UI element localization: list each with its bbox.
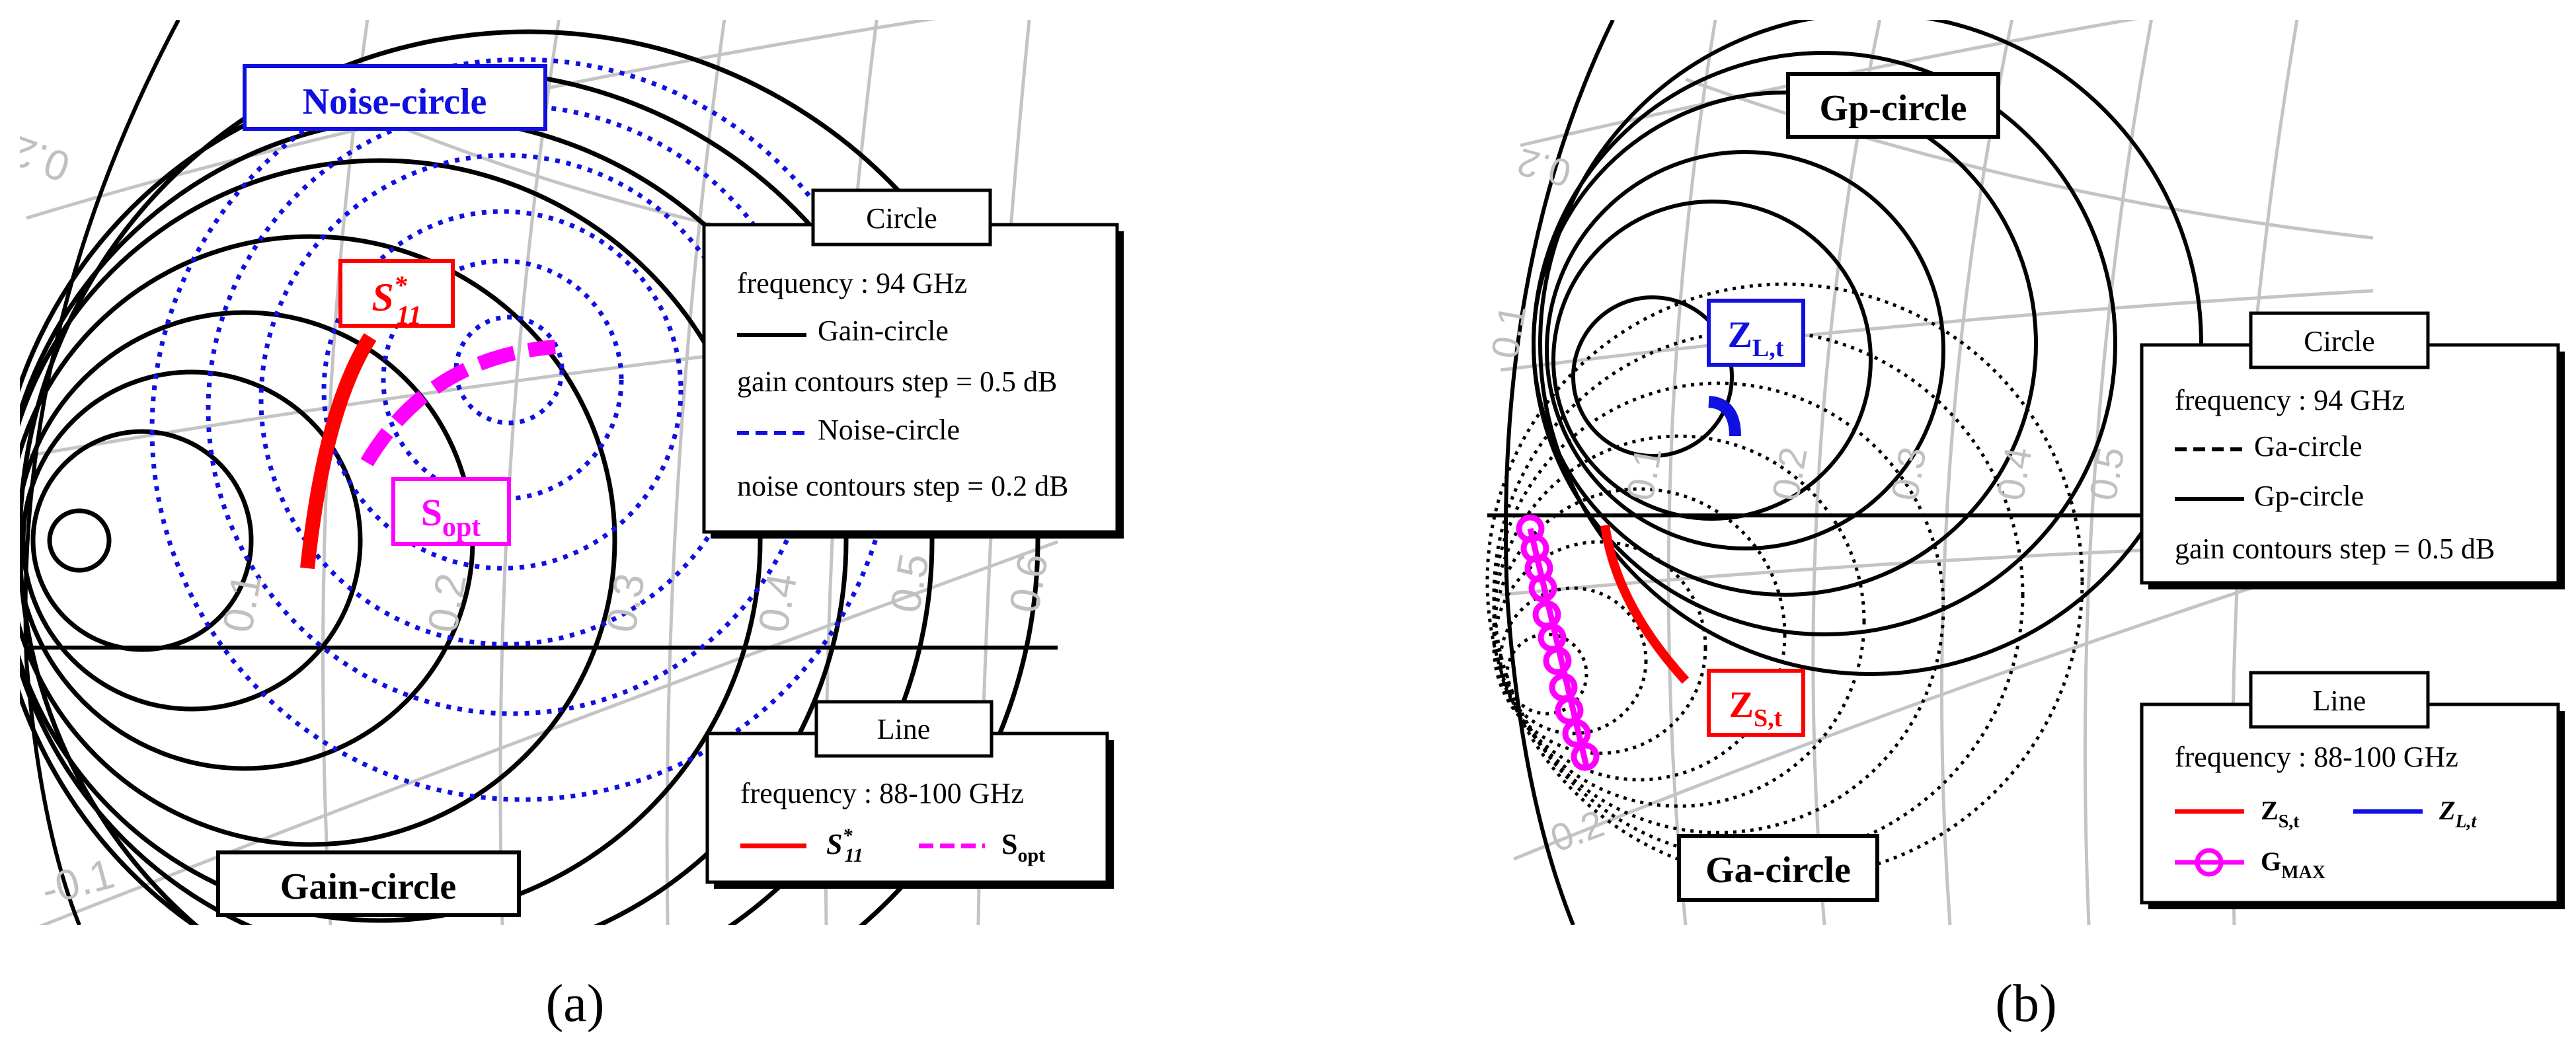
noise-circle-label: Noise-circle bbox=[303, 81, 487, 122]
axis-label: 0.2 bbox=[1545, 802, 1610, 861]
zl-main: Z bbox=[1728, 315, 1752, 356]
legend-title: Circle bbox=[2304, 325, 2375, 357]
zs-callout: ZS,t bbox=[1707, 669, 1805, 737]
gain-circle-label: Gain-circle bbox=[280, 866, 456, 907]
legend-text: frequency : 88-100 GHz bbox=[2175, 741, 2458, 773]
ga-circle-label: Ga-circle bbox=[1705, 850, 1851, 891]
legend-title: Circle bbox=[866, 202, 937, 235]
axis-labels-a: 0.2 0.1 0.2 0.3 0.4 0.5 0.6 -0.1 bbox=[5, 126, 1057, 914]
legend-text: gain contours step = 0.5 dB bbox=[737, 365, 1057, 398]
zs-sub: S,t bbox=[1754, 704, 1783, 732]
circle-legend-b: Circle frequency : 94 GHz Ga-circle Gp-c… bbox=[2140, 311, 2565, 589]
svg-text:GMAX: GMAX bbox=[2261, 846, 2325, 883]
gain-circle-callout: Gain-circle bbox=[216, 850, 521, 917]
svg-text:ZS,t: ZS,t bbox=[2261, 796, 2300, 832]
axis-label: -0.1 bbox=[36, 849, 119, 914]
zl-trajectory bbox=[1708, 396, 1741, 437]
ga-circle-callout: Ga-circle bbox=[1677, 834, 1879, 902]
legend-text: Gp-circle bbox=[2254, 480, 2364, 512]
smith-boundary-b bbox=[1504, 20, 1615, 925]
s11-callout: S*11 bbox=[338, 259, 455, 330]
legend-title: Line bbox=[877, 713, 931, 745]
legend-text: Noise-circle bbox=[818, 414, 960, 446]
axis-label: 0.2 bbox=[1764, 444, 1816, 504]
line-legend-a: Line frequency : 88-100 GHz S*11 Sopt bbox=[705, 700, 1114, 889]
gmax-markers bbox=[1516, 514, 1600, 771]
legend-title: Line bbox=[2313, 685, 2366, 717]
svg-text:Sopt: Sopt bbox=[421, 491, 481, 543]
circle-legend-a: Circle frequency : 94 GHz Gain-circle ga… bbox=[702, 188, 1124, 539]
legend-zs-main: Z bbox=[2261, 796, 2279, 825]
zs-main: Z bbox=[1729, 685, 1754, 726]
s11-sub: 11 bbox=[397, 300, 422, 330]
sopt-trajectory bbox=[360, 340, 556, 467]
s11-trajectory bbox=[300, 333, 377, 570]
panel-a: 0.2 0.1 0.2 0.3 0.4 0.5 0.6 -0.1 Noise-c… bbox=[5, 20, 1124, 1033]
legend-gmax-main: G bbox=[2261, 846, 2281, 876]
legend-s11-main: S bbox=[826, 828, 842, 860]
legend-text: Gain-circle bbox=[818, 315, 949, 347]
axis-label: 0.1 bbox=[1483, 302, 1535, 362]
legend-s11-sub: 11 bbox=[844, 844, 863, 866]
legend-text: noise contours step = 0.2 dB bbox=[737, 470, 1068, 502]
legend-text: gain contours step = 0.5 dB bbox=[2175, 533, 2495, 565]
gmax-marker-swatch bbox=[2195, 848, 2224, 877]
caption-b: (b) bbox=[1995, 975, 2056, 1033]
legend-zl-sub: L,t bbox=[2454, 811, 2477, 832]
axis-label: 0.3 bbox=[597, 570, 654, 636]
svg-text:ZL,t: ZL,t bbox=[1728, 315, 1784, 362]
panel-b: 0.2 0.1 0.1 0.2 0.3 0.4 0.5 0.2 Gp-circl… bbox=[1483, 20, 2565, 1033]
axis-label: 0.3 bbox=[1883, 444, 1935, 504]
s11-sup: * bbox=[394, 270, 408, 300]
svg-text:ZS,t: ZS,t bbox=[1729, 685, 1783, 732]
axis-label: 0.2 bbox=[5, 126, 76, 191]
zs-trajectory bbox=[1600, 525, 1690, 684]
axis-label: 0.5 bbox=[2082, 444, 2133, 504]
gp-circle-callout: Gp-circle bbox=[1786, 72, 2000, 139]
axis-label: 0.2 bbox=[418, 570, 475, 636]
axis-label: 0.1 bbox=[1619, 444, 1670, 504]
legend-zl-main: Z bbox=[2439, 796, 2455, 825]
axis-label: 0.6 bbox=[1000, 550, 1057, 616]
legend-s11-sup: * bbox=[842, 825, 853, 846]
axis-label: 0.2 bbox=[1513, 140, 1576, 196]
legend-text: frequency : 94 GHz bbox=[737, 267, 967, 299]
axis-label: 0.1 bbox=[214, 570, 270, 636]
legend-sopt-sub: opt bbox=[1017, 844, 1045, 866]
line-legend-b: Line frequency : 88-100 GHz ZS,t ZL,t GM… bbox=[2140, 671, 2565, 909]
legend-text: frequency : 94 GHz bbox=[2175, 384, 2405, 416]
legend-zs-sub: S,t bbox=[2279, 811, 2300, 832]
axis-label: 0.4 bbox=[1989, 444, 2041, 504]
svg-text:S*11: S*11 bbox=[371, 270, 421, 330]
axis-label: 0.4 bbox=[749, 570, 806, 636]
zl-sub: L,t bbox=[1752, 334, 1784, 362]
svg-text:Sopt: Sopt bbox=[1001, 828, 1045, 866]
gp-circle-label: Gp-circle bbox=[1820, 88, 1967, 129]
smith-boundary-a bbox=[23, 20, 180, 925]
svg-text:ZL,t: ZL,t bbox=[2439, 796, 2478, 832]
noise-circle-callout: Noise-circle bbox=[243, 64, 547, 131]
legend-text: Ga-circle bbox=[2254, 430, 2362, 463]
sopt-sub: opt bbox=[442, 512, 481, 543]
axis-label: 0.5 bbox=[881, 550, 938, 616]
sopt-callout: Sopt bbox=[391, 477, 511, 546]
legend-sopt-main: S bbox=[1001, 828, 1017, 860]
s11-main: S bbox=[371, 276, 393, 319]
sopt-main: S bbox=[421, 491, 442, 534]
legend-gmax-sub: MAX bbox=[2281, 862, 2325, 883]
legend-text: frequency : 88-100 GHz bbox=[740, 777, 1024, 809]
caption-a: (a) bbox=[546, 975, 605, 1033]
zl-callout: ZL,t bbox=[1707, 299, 1805, 367]
svg-text:S*11: S*11 bbox=[826, 825, 863, 866]
